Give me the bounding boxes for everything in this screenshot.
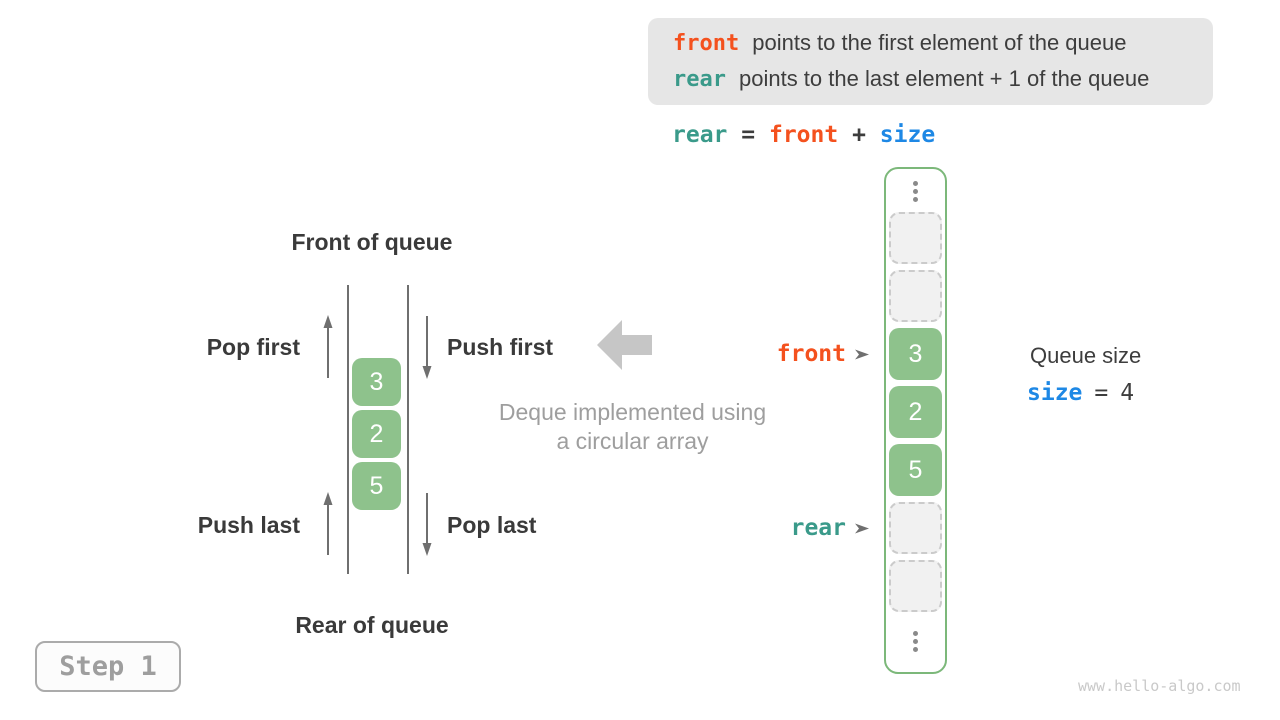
pop-first-up-arrow-icon <box>323 315 333 378</box>
array-cell-empty <box>889 212 942 264</box>
watermark: www.hello-algo.com <box>1078 677 1241 695</box>
formula-rear: rear <box>672 122 728 148</box>
push-first-down-arrow-icon <box>422 316 432 379</box>
formula-equals: = <box>741 122 756 148</box>
deque-element: 5 <box>352 462 401 510</box>
array-cell-front: 3 <box>889 328 942 380</box>
step-badge: Step 1 <box>35 641 181 692</box>
pointer-arrow-icon <box>855 349 869 359</box>
push-last-label: Push last <box>197 512 300 538</box>
channel-left-wall <box>347 285 349 574</box>
push-first-label: Push first <box>447 334 554 360</box>
queue-size-title: Queue size <box>1030 343 1142 368</box>
left-block-arrow-icon <box>597 320 652 370</box>
ellipsis-bottom-icon <box>886 631 945 652</box>
formula-plus: + <box>852 122 866 148</box>
front-definition-line: front points to the first element of the… <box>673 25 1213 61</box>
pop-first-label: Pop first <box>206 334 300 360</box>
definition-box: front points to the first element of the… <box>648 18 1213 105</box>
caption-line1: Deque implemented using <box>498 399 767 425</box>
array-cell-empty <box>889 270 942 322</box>
push-last-up-arrow-icon <box>323 492 333 555</box>
queue-size-value-line: size = 4 <box>1027 379 1134 406</box>
circular-array: 3 2 5 <box>884 167 947 674</box>
rear-pointer-label: rear <box>790 515 846 541</box>
array-cell: 5 <box>889 444 942 496</box>
rear-keyword: rear <box>673 66 726 92</box>
size-value: 4 <box>1120 380 1135 406</box>
rear-pointer: rear <box>720 513 870 543</box>
pop-last-label: Pop last <box>447 512 537 538</box>
caption: Deque implemented using a circular array <box>470 398 795 456</box>
size-variable: size <box>1027 380 1083 406</box>
rear-definition-line: rear points to the last element + 1 of t… <box>673 61 1213 97</box>
array-cell-rear <box>889 502 942 554</box>
array-cell-empty <box>889 560 942 612</box>
pop-last-down-arrow-icon <box>422 493 432 556</box>
caption-line2: a circular array <box>556 428 709 454</box>
size-equals: = <box>1094 380 1109 406</box>
ellipsis-top-icon <box>886 181 945 202</box>
front-definition-text: points to the first element of the queue <box>752 30 1127 55</box>
array-cell: 2 <box>889 386 942 438</box>
rear-definition-text: points to the last element + 1 of the qu… <box>738 66 1150 91</box>
front-keyword: front <box>673 30 740 56</box>
front-pointer-label: front <box>776 341 846 367</box>
pointer-arrow-icon <box>855 523 869 533</box>
deque-element: 3 <box>352 358 401 406</box>
front-of-queue-heading: Front of queue <box>291 229 453 255</box>
front-pointer: front <box>720 339 870 369</box>
rear-of-queue-heading: Rear of queue <box>295 612 449 638</box>
formula: rear = front + size <box>672 121 935 148</box>
formula-size: size <box>879 122 936 148</box>
formula-front: front <box>768 122 839 148</box>
deque-element: 2 <box>352 410 401 458</box>
channel-right-wall <box>407 285 409 574</box>
